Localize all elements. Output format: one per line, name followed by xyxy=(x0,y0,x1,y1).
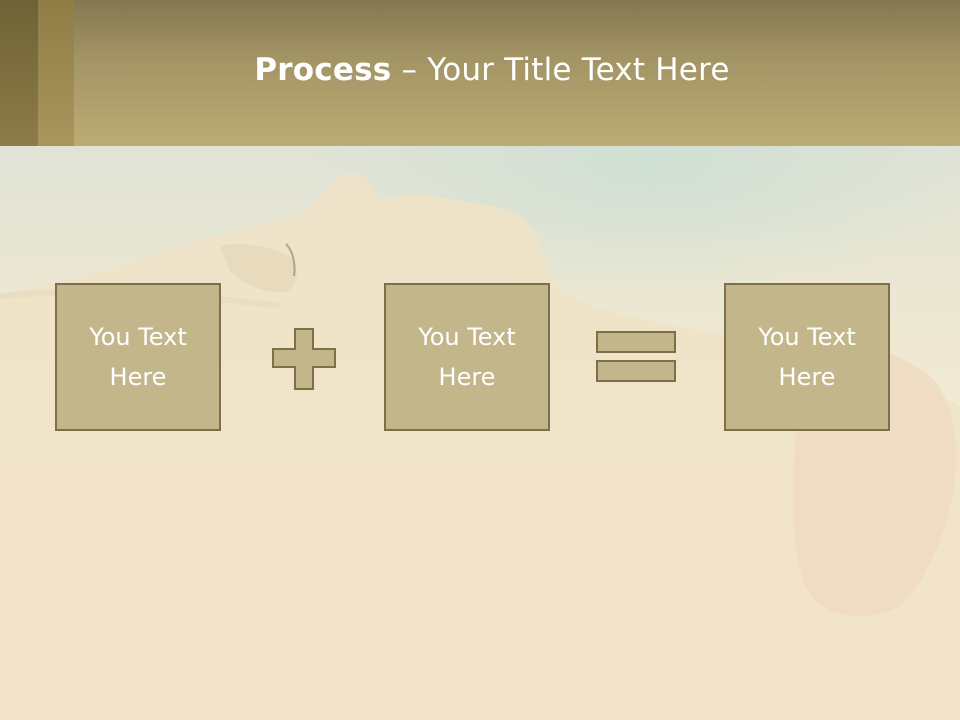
accent-stripe-light xyxy=(38,0,74,146)
box-2-line-1: You Text xyxy=(418,323,516,351)
box-1-line-1: You Text xyxy=(89,323,187,351)
title-bold: Process xyxy=(254,52,392,88)
title-band: Process – Your Title Text Here xyxy=(0,0,960,146)
plus-icon xyxy=(272,328,336,394)
box-3-line-2: Here xyxy=(778,363,836,391)
accent-stripe-dark xyxy=(0,0,38,146)
face-silhouette xyxy=(0,172,960,720)
title-rest: – Your Title Text Here xyxy=(391,52,730,88)
background-photo xyxy=(0,146,960,720)
slide-title: Process – Your Title Text Here xyxy=(0,52,960,88)
box-3-line-1: You Text xyxy=(758,323,856,351)
box-2-line-2: Here xyxy=(438,363,496,391)
box-1-line-2: Here xyxy=(109,363,167,391)
equals-icon xyxy=(596,331,678,389)
